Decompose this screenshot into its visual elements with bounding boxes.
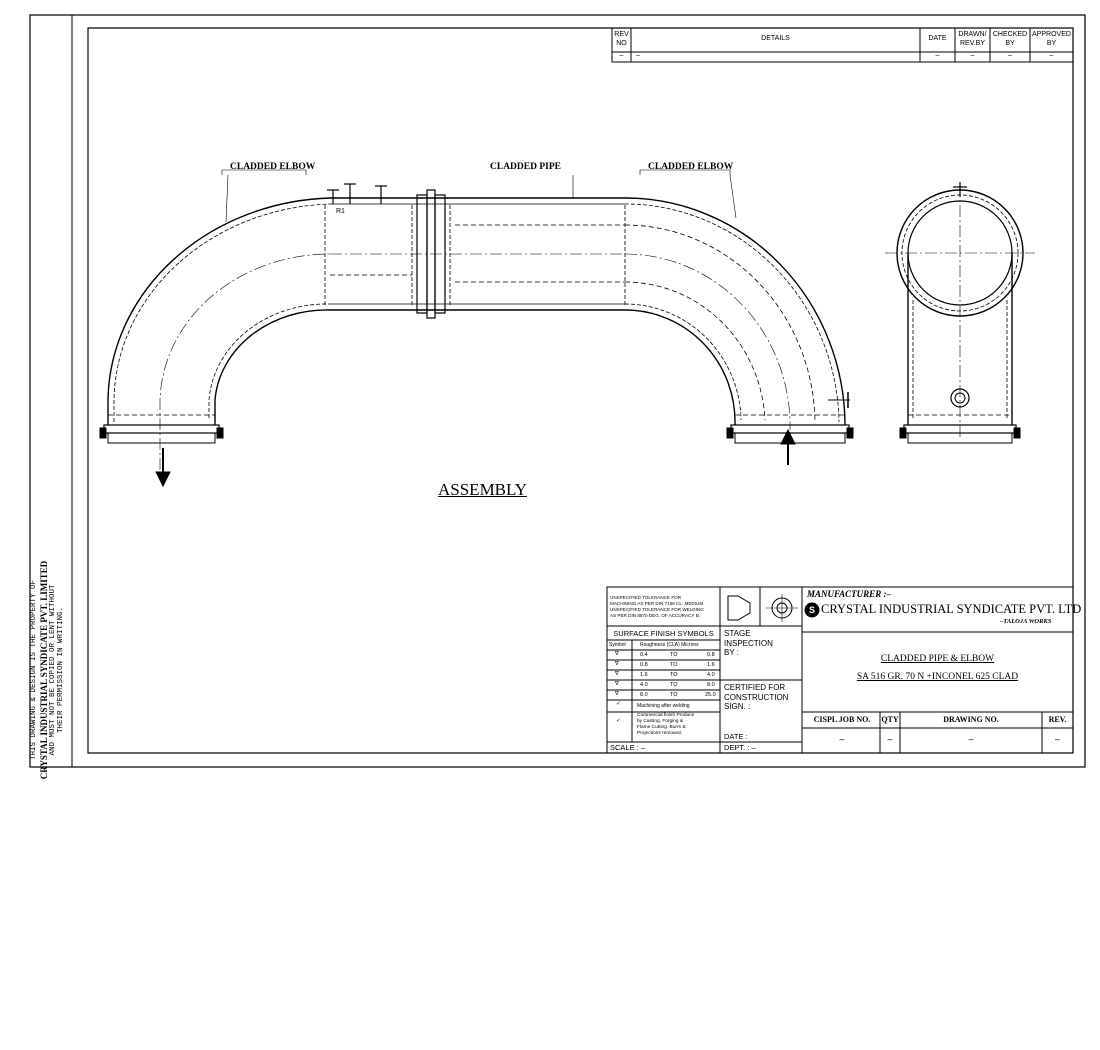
col-rev: REV. bbox=[1048, 715, 1067, 724]
rev-no-header: REV bbox=[614, 31, 629, 38]
col-job-no: CISPL JOB NO. bbox=[813, 715, 871, 724]
tolerance-line-4: AS PER DIN 8570 DEG. OF ACCURACY B. bbox=[610, 613, 701, 618]
revision-table: REV NO DETAILS DATE DRAWN/REV.BY CHECKED B… bbox=[612, 28, 1073, 62]
checked-header-2: BY bbox=[1005, 40, 1015, 47]
material-spec: SA 516 GR. 70 N +INCONEL 625 CLAD bbox=[856, 672, 1019, 682]
assembly-title: ASSEMBLY bbox=[438, 480, 527, 499]
certified-line-3: SIGN. : bbox=[724, 702, 751, 711]
date-header: DATE bbox=[928, 35, 947, 42]
works-location: –TALOJA WORKS bbox=[1000, 618, 1052, 625]
ownership-note: THIS DRAWING & DESIGN IS THE PROPERTY OF… bbox=[30, 290, 90, 1050]
label-right-elbow: CLADDED ELBOW bbox=[648, 162, 734, 172]
check-symbol-icon: ✓ bbox=[616, 718, 621, 724]
certified-for-construction: CERTIFIED FOR CONSTRUCTION SIGN. : bbox=[724, 683, 788, 712]
certified-line-1: CERTIFIED FOR bbox=[724, 683, 786, 692]
stage-line-1: STAGE bbox=[724, 629, 751, 638]
tolerance-line-2: MACHINING AS PER DIN 7168 CL. MEDIUM bbox=[610, 601, 704, 606]
company-logo-icon: S bbox=[808, 605, 815, 615]
date-field: DATE : bbox=[724, 732, 748, 741]
certified-line-2: CONSTRUCTION bbox=[724, 692, 789, 702]
finish-symbol-icon: ∇ bbox=[615, 691, 619, 697]
stage-inspection: STAGE INSPECTION BY : bbox=[724, 629, 773, 658]
company-name: CRYSTAL INDUSTRIAL SYNDICATE PVT. LTD bbox=[821, 602, 1082, 616]
val-qty: – bbox=[887, 734, 893, 744]
tolerance-note: UNSPECIFIED TOLERANCE FOR MACHINING AS P… bbox=[610, 595, 720, 619]
drawn-header-2: REV.BY bbox=[959, 40, 986, 47]
col-qty: QTY bbox=[881, 715, 899, 724]
finish-symbol-icon: ∇ bbox=[615, 681, 619, 687]
stage-line-3: BY : bbox=[724, 648, 739, 657]
sf-col-symbol: Symbol bbox=[609, 642, 626, 648]
details-value: – bbox=[636, 52, 640, 59]
sf-row-machining: ✓Machining after welding bbox=[616, 701, 690, 709]
val-rev: – bbox=[1054, 734, 1060, 744]
details-header: DETAILS bbox=[761, 35, 790, 42]
tolerance-line-1: UNSPECIFIED TOLERANCE FOR bbox=[610, 595, 682, 600]
rev-no-value: – bbox=[619, 52, 624, 59]
val-job-no: – bbox=[839, 734, 845, 744]
date-value: – bbox=[935, 52, 940, 59]
ownership-line-4: THEIR PERMISSION IN WRITING. bbox=[57, 606, 65, 734]
label-r1: R1 bbox=[336, 208, 345, 215]
val-drawing-no: – bbox=[968, 734, 974, 744]
approved-value: – bbox=[1049, 52, 1054, 59]
drawn-header: DRAWN/ bbox=[958, 31, 987, 38]
checked-value: – bbox=[1008, 52, 1012, 59]
stage-line-2: INSPECTION bbox=[724, 638, 773, 648]
check-symbol-icon: ✓ bbox=[616, 701, 621, 707]
part-title: CLADDED PIPE & ELBOW bbox=[880, 654, 995, 664]
finish-symbol-icon: ∇ bbox=[615, 661, 619, 667]
tolerance-line-3: UNSPECIFIED TOLERANCE FOR WELDING bbox=[610, 607, 704, 612]
rev-no-header-2: NO bbox=[616, 40, 627, 47]
drawing-sheet bbox=[29, 14, 1086, 768]
finish-symbol-icon: ∇ bbox=[615, 671, 619, 677]
ownership-line-3: AND MUST NOT BE COPIED OR LENT WITHOUT bbox=[48, 584, 57, 756]
ownership-line-2: CRYSTAL INDUSTRIAL SYNDICATE PVT. LIMITE… bbox=[38, 560, 49, 780]
sf-col-roughness: Roughness (CLA) Microns bbox=[640, 642, 699, 648]
approved-header: APPROVED bbox=[1032, 31, 1071, 38]
label-left-elbow: CLADDED ELBOW bbox=[230, 162, 316, 172]
manufacturer-label: MANUFACTURER :– bbox=[807, 589, 891, 599]
surface-finish-title: SURFACE FINISH SYMBOLS bbox=[613, 629, 714, 638]
sf-row-commercial: ✓ Commercial finish Produce by Casting, … bbox=[616, 713, 695, 736]
dept-field: DEPT. : – bbox=[724, 743, 756, 752]
drawn-value: – bbox=[970, 52, 975, 59]
side-view bbox=[885, 182, 1035, 444]
assembly-view bbox=[99, 169, 854, 488]
label-cladded-pipe: CLADDED PIPE bbox=[490, 162, 561, 172]
ownership-line-1: THIS DRAWING & DESIGN IS THE PROPERTY OF bbox=[30, 579, 38, 761]
checked-header: CHECKED bbox=[992, 31, 1028, 38]
title-block-grid bbox=[606, 586, 1074, 754]
col-drawing-no: DRAWING NO. bbox=[943, 715, 999, 724]
approved-header-2: BY bbox=[1046, 40, 1057, 47]
finish-symbol-icon: ∇ bbox=[615, 651, 619, 657]
revision-table-grid bbox=[611, 27, 1074, 63]
scale-field: SCALE : – bbox=[610, 743, 646, 752]
